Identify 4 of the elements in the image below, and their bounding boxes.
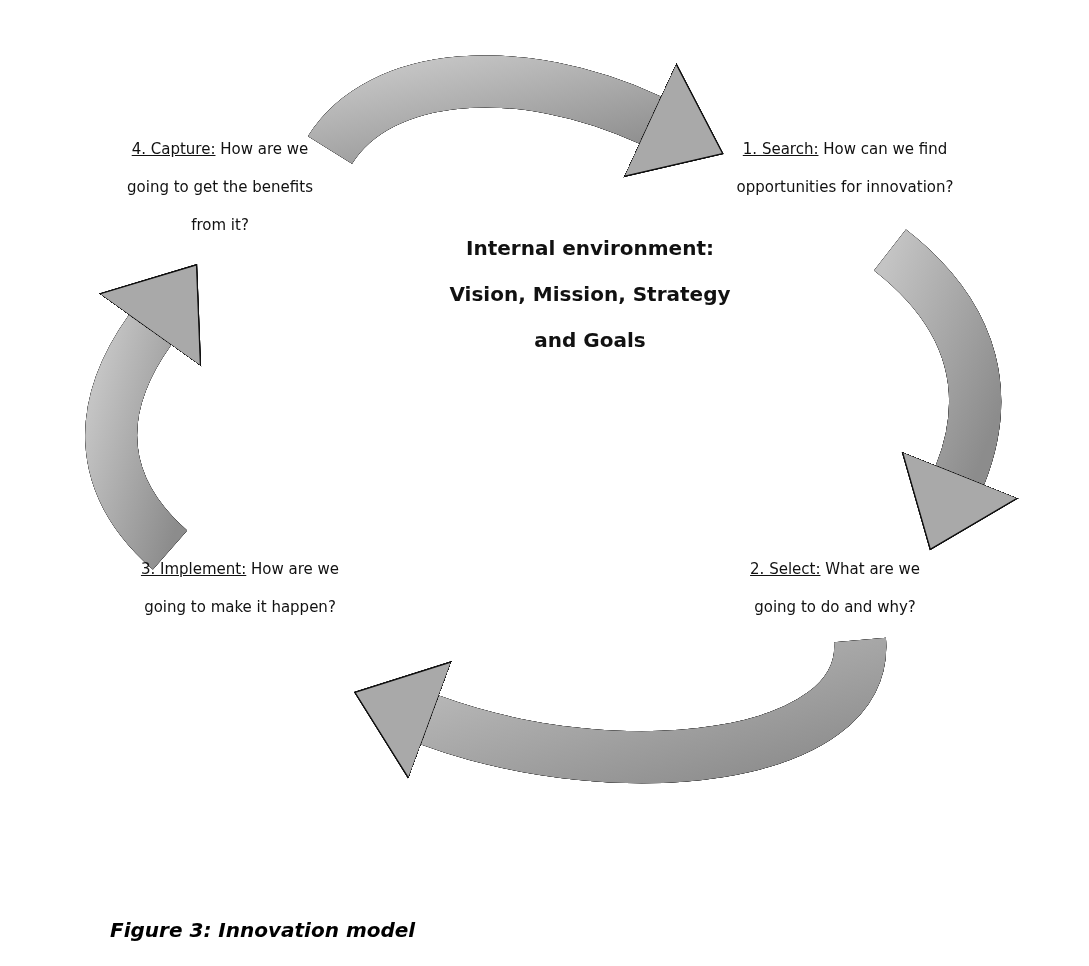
step-description: 4. Capture: How are we going to get the benefits from it? [110,130,330,270]
step-description: 3. Implement: How are we going to make it happen? [120,550,360,695]
step-description: 2. Select: What are we going to do and why? [720,550,950,640]
figure-caption: Figure 3: Innovation model [110,918,416,942]
